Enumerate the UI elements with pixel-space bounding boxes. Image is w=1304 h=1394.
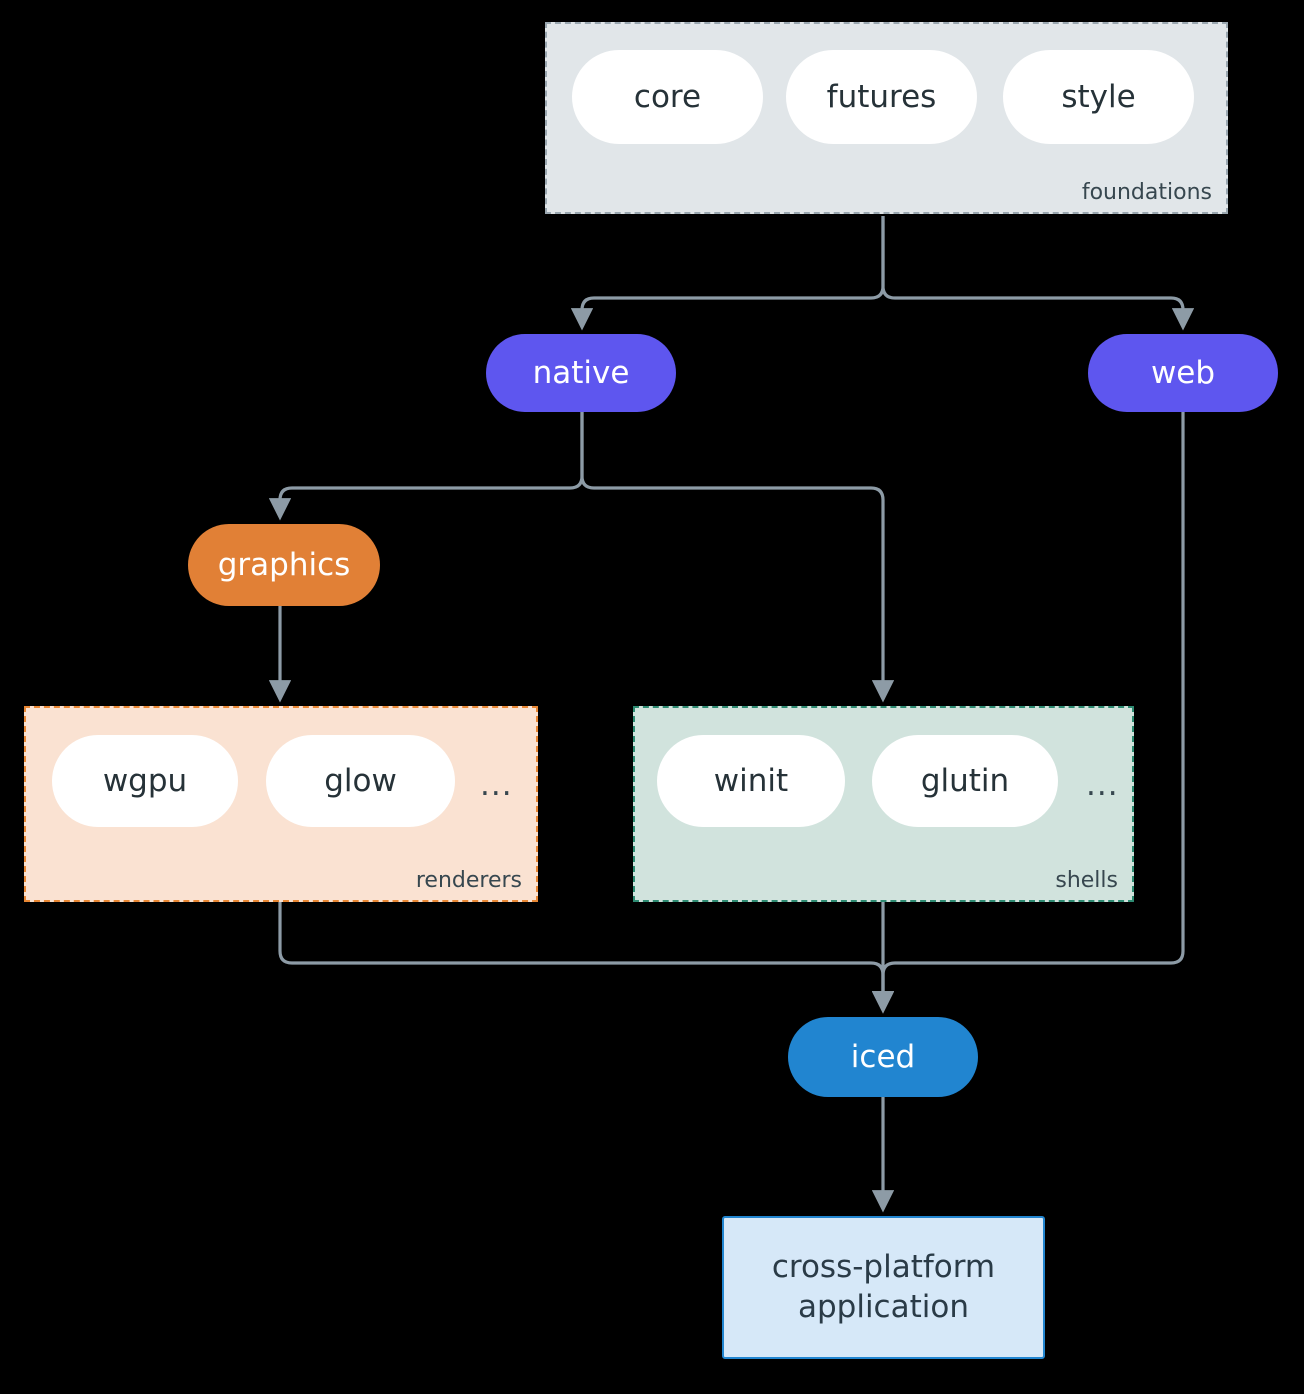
node-graphics[interactable]: graphics: [188, 524, 380, 606]
node-winit[interactable]: winit: [657, 735, 845, 827]
node-iced[interactable]: iced: [788, 1017, 978, 1097]
node-core[interactable]: core: [572, 50, 763, 144]
node-glutin[interactable]: glutin: [872, 735, 1058, 827]
node-glow[interactable]: glow: [266, 735, 455, 827]
application-line-2: application: [797, 1288, 969, 1325]
edge-renderers-iced: [278, 902, 895, 1014]
node-web[interactable]: web: [1088, 334, 1278, 412]
renderers-ellipsis: ...: [480, 767, 513, 803]
node-cross-platform-application[interactable]: cross-platform application: [722, 1216, 1045, 1359]
cluster-label-shells: shells: [1055, 868, 1118, 893]
node-wgpu[interactable]: wgpu: [52, 735, 238, 827]
node-futures[interactable]: futures: [786, 50, 977, 144]
application-line-1: cross-platform: [771, 1248, 996, 1285]
edge-foundations-native: [570, 216, 885, 331]
cluster-label-foundations: foundations: [1081, 180, 1212, 205]
cluster-label-renderers: renderers: [415, 868, 522, 893]
shells-ellipsis: ...: [1086, 767, 1119, 803]
edge-web-iced: [871, 412, 1185, 1014]
node-style[interactable]: style: [1003, 50, 1194, 144]
edge-native-shells: [580, 412, 895, 703]
node-native[interactable]: native: [486, 334, 676, 412]
edge-foundations-web: [881, 216, 1195, 331]
edge-native-graphics: [268, 412, 584, 521]
